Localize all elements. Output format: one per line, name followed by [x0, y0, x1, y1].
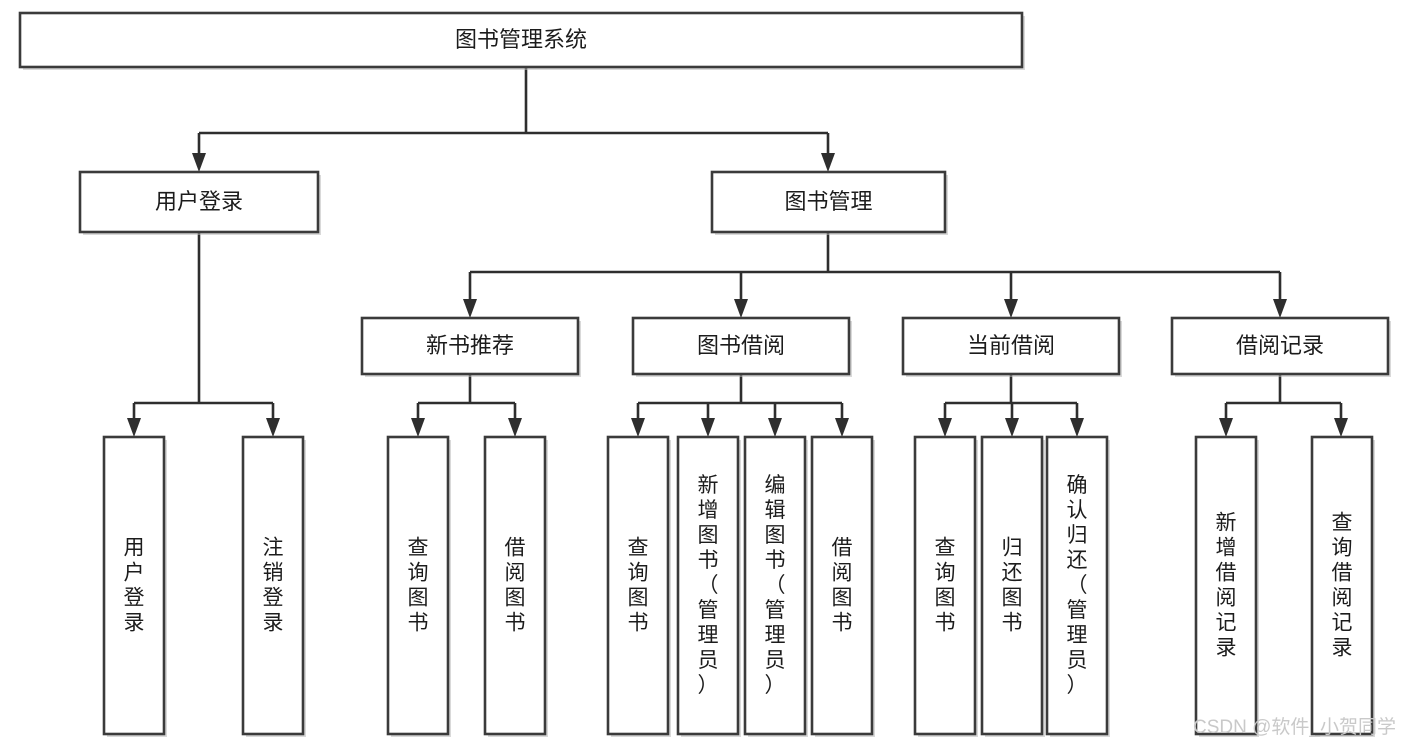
node-label: 图书管理 — [784, 189, 872, 214]
node-border — [102, 435, 166, 736]
node-border — [710, 170, 947, 234]
node-current-borrow[interactable]: 当前借阅 — [901, 316, 1122, 377]
node-leaf-add-book[interactable]: 新增图书（管理员） — [676, 435, 741, 737]
node-label: 新增借阅记录 — [1216, 512, 1237, 660]
node-border — [743, 435, 807, 736]
node-border — [18, 11, 1024, 69]
node-leaf-user-login[interactable]: 用户登录 — [102, 435, 167, 737]
node-label: 归还图书 — [1002, 537, 1023, 635]
node-leaf-borrow-book-1[interactable]: 借阅图书 — [483, 435, 548, 737]
node-border — [980, 435, 1044, 736]
node-label: 图书管理系统 — [455, 27, 587, 52]
node-border — [78, 170, 320, 234]
node-border — [810, 435, 874, 736]
node-label: 查询借阅记录 — [1332, 512, 1353, 660]
node-label: 查询图书 — [935, 537, 956, 635]
node-new-book-rec[interactable]: 新书推荐 — [360, 316, 581, 377]
node-leaf-query-book-1[interactable]: 查询图书 — [386, 435, 451, 737]
node-label: 借阅图书 — [505, 537, 526, 635]
connectors-layer — [127, 67, 1348, 437]
node-label: 新增图书（管理员） — [698, 474, 719, 697]
node-label: 查询图书 — [408, 537, 429, 635]
csdn-watermark: CSDN @软件_小贺同学 — [1193, 716, 1396, 738]
node-border — [1170, 316, 1390, 376]
node-border — [1194, 435, 1258, 736]
node-leaf-confirm-return[interactable]: 确认归还（管理员） — [1045, 435, 1110, 737]
node-label: 借阅记录 — [1236, 333, 1324, 358]
node-label: 用户登录 — [124, 537, 145, 635]
node-border — [483, 435, 547, 736]
node-border — [386, 435, 450, 736]
node-leaf-return-book[interactable]: 归还图书 — [980, 435, 1045, 737]
node-border — [913, 435, 977, 736]
node-border — [1045, 435, 1109, 736]
node-leaf-query-record[interactable]: 查询借阅记录 — [1310, 435, 1375, 737]
node-border — [1310, 435, 1374, 736]
node-label: 图书借阅 — [697, 333, 785, 358]
node-label: 当前借阅 — [967, 333, 1055, 358]
node-label: 用户登录 — [155, 189, 243, 214]
node-label: 注销登录 — [263, 537, 284, 635]
node-book-manage[interactable]: 图书管理 — [710, 170, 948, 235]
node-label: 借阅图书 — [832, 537, 853, 635]
node-leaf-query-book-3[interactable]: 查询图书 — [913, 435, 978, 737]
node-leaf-borrow-book-2[interactable]: 借阅图书 — [810, 435, 875, 737]
node-leaf-add-record[interactable]: 新增借阅记录 — [1194, 435, 1259, 737]
node-user-login[interactable]: 用户登录 — [78, 170, 321, 235]
node-label: 编辑图书（管理员） — [765, 474, 786, 697]
node-border — [241, 435, 305, 736]
node-border — [631, 316, 851, 376]
node-borrow-record[interactable]: 借阅记录 — [1170, 316, 1391, 377]
node-leaf-logout[interactable]: 注销登录 — [241, 435, 306, 737]
node-leaf-query-book-2[interactable]: 查询图书 — [606, 435, 671, 737]
node-label: 新书推荐 — [426, 333, 514, 358]
node-root[interactable]: 图书管理系统 — [18, 11, 1025, 70]
node-leaf-edit-book[interactable]: 编辑图书（管理员） — [743, 435, 808, 737]
node-border — [901, 316, 1121, 376]
nodes-layer: 图书管理系统用户登录图书管理新书推荐图书借阅当前借阅借阅记录用户登录注销登录查询… — [18, 11, 1391, 737]
node-border — [676, 435, 740, 736]
node-book-borrow[interactable]: 图书借阅 — [631, 316, 852, 377]
node-border — [360, 316, 580, 376]
node-label: 确认归还（管理员） — [1067, 474, 1088, 697]
node-label: 查询图书 — [628, 537, 649, 635]
node-border — [606, 435, 670, 736]
